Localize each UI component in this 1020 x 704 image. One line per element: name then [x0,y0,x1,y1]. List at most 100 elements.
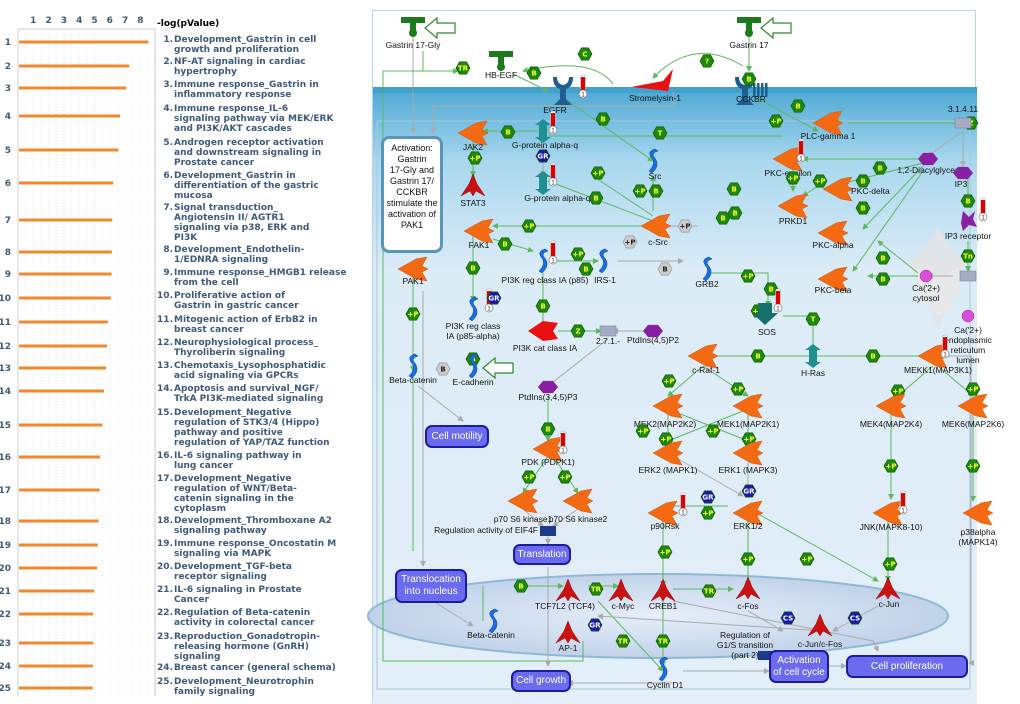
bar[interactable] [19,344,107,348]
interaction-badge[interactable]: +P [965,382,981,396]
pi3k-p85-protein-icon[interactable] [538,248,549,274]
process-translation[interactable]: Translation [513,544,571,565]
interaction-badge[interactable]: +P [590,166,606,180]
interaction-badge[interactable]: B [715,211,731,225]
pathway-item[interactable]: 23.Reproduction_Gonadotropin-releasing h… [157,632,372,662]
bar[interactable] [19,641,94,645]
interaction-badge[interactable]: CS [847,611,863,625]
grb2-protein-icon[interactable] [702,256,713,282]
hb-egf-ligand-icon[interactable] [489,51,513,65]
dag-compound-icon[interactable] [918,152,938,166]
erk1-kinase-icon[interactable] [732,440,764,466]
bar[interactable] [19,589,94,593]
interaction-badge[interactable]: B [865,349,881,363]
process-cell-growth[interactable]: Cell growth [511,670,571,692]
bar[interactable] [19,612,94,616]
bar[interactable] [19,296,111,300]
h-ras-gprotein-icon[interactable] [805,344,821,368]
expression-thermometer-icon[interactable]: 1 [898,490,908,515]
c-src-kinase-icon[interactable] [640,213,672,239]
expression-thermometer-icon[interactable]: 1 [558,430,568,455]
bar[interactable] [19,488,100,492]
pkc-delta-kinase-icon[interactable] [822,176,854,202]
interaction-badge[interactable]: B [500,125,516,139]
interaction-badge[interactable]: +P [883,459,899,473]
interaction-badge[interactable]: Z [570,324,586,338]
interaction-badge[interactable]: B [648,184,664,198]
bar[interactable] [19,519,99,523]
process-translocation-into-nucleus[interactable]: Translocation into nucleus [395,569,467,603]
interaction-badge[interactable]: B [588,191,604,205]
g-protein-alpha-q-11-gprotein-icon[interactable] [535,171,551,195]
pathway-item[interactable]: 12.Neurophysiological process_Thyroliber… [157,338,372,358]
interaction-badge[interactable]: TR [655,634,671,648]
interaction-badge[interactable]: CS [780,611,796,625]
c-fos-tf-icon[interactable] [735,576,761,600]
interaction-badge[interactable]: GR [486,291,502,305]
process-activation-of-cell-cycle[interactable]: Activation of cell cycle [769,650,829,683]
interaction-badge[interactable]: +P [622,235,638,249]
interaction-badge[interactable]: +P [730,382,746,396]
interaction-badge[interactable]: GR [587,618,603,632]
pkc-beta-kinase-icon[interactable] [817,266,849,292]
c-raf-1-kinase-icon[interactable] [687,343,719,369]
expression-thermometer-icon[interactable]: 1 [548,240,558,265]
bar[interactable] [19,218,113,222]
p70s6k1-kinase-icon[interactable] [507,488,539,514]
interaction-badge[interactable]: +P [657,545,673,559]
process-cell-motility[interactable]: Cell motility [425,425,489,448]
interaction-badge[interactable]: ? [699,54,715,68]
interaction-badge[interactable]: B [435,362,451,376]
expression-thermometer-icon[interactable]: 1 [773,288,783,313]
interaction-badge[interactable]: TR [701,584,717,598]
interaction-badge[interactable]: Tn [960,249,976,263]
er-channel-enzyme-icon[interactable] [959,270,977,282]
p90rsk-kinase-icon[interactable] [647,500,679,526]
bar[interactable] [19,455,101,459]
p70s6k2-kinase-icon[interactable] [562,488,594,514]
interaction-badge[interactable]: +P [740,269,756,283]
interaction-badge[interactable]: +P [740,552,756,566]
egfr-receptor-icon[interactable] [553,77,573,105]
interaction-badge[interactable]: +P [467,151,483,165]
g1s-regulation-icon[interactable] [758,651,772,660]
src-protein-icon[interactable] [648,148,659,174]
p38-kinase-icon[interactable] [962,500,994,526]
pathway-item[interactable]: 8.Development_Endothelin-1/EDNRA signali… [157,245,372,265]
pi3k-cat-class-ia-icon[interactable] [528,321,558,341]
expression-thermometer-icon[interactable]: 1 [578,74,588,99]
expression-thermometer-icon[interactable]: 1 [548,110,558,135]
interaction-badge[interactable]: B [741,72,757,86]
interaction-badge[interactable]: TR [455,61,471,75]
jak2-kinase-icon[interactable] [457,120,489,146]
bar[interactable] [19,423,103,427]
bar[interactable] [19,86,127,90]
interaction-badge[interactable]: T [805,312,821,326]
pi3k-p85-alpha-protein-icon[interactable] [468,296,479,322]
interaction-badge[interactable]: +P [405,307,421,321]
mek6-kinase-icon[interactable] [957,393,989,419]
interaction-badge[interactable]: B [750,349,766,363]
fak1-kinase-icon[interactable] [463,218,495,244]
gastrin-17-ligand-icon[interactable] [737,17,761,31]
stat3-tf-icon[interactable] [460,173,486,197]
interaction-badge[interactable]: B [726,182,742,196]
interaction-badge[interactable]: +P [705,424,721,438]
stromelysin-1-protease-icon[interactable] [631,69,673,91]
interaction-badge[interactable]: TR [588,582,604,596]
pak1-kinase-icon[interactable] [397,256,429,282]
interaction-badge[interactable]: +P [700,506,716,520]
interaction-badge[interactable]: B [727,206,743,220]
tcf7l2-tf-icon[interactable] [555,578,581,602]
bar[interactable] [19,686,93,690]
